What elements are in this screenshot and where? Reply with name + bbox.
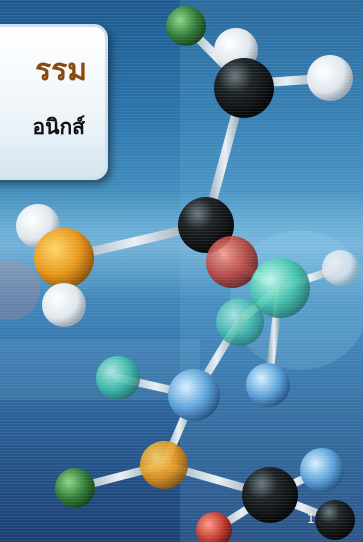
slide-subtitle: อนิกส์ — [32, 115, 86, 139]
page-number: 1 — [307, 512, 315, 526]
slide-title: รรม — [34, 53, 87, 88]
title-box: รรม อนิกส์ — [0, 24, 108, 180]
